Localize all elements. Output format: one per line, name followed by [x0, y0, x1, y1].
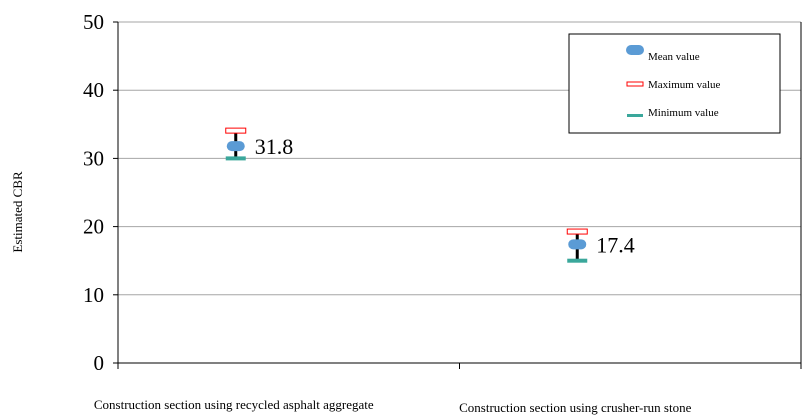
min-marker [567, 258, 588, 263]
y-tick-label: 10 [83, 283, 104, 307]
legend-label: Mean value [648, 51, 700, 63]
y-tick-label: 30 [83, 146, 104, 170]
y-tick-labels: 0 10 20 30 40 50 [83, 10, 104, 375]
y-axis-label: Estimated CBR [10, 171, 25, 253]
category-label: Construction section using recycled asph… [94, 397, 374, 412]
mean-marker [226, 141, 245, 152]
legend-max-marker [626, 81, 644, 87]
y-tick-label: 20 [83, 215, 104, 239]
legend-box [568, 33, 781, 134]
legend-label: Maximum value [648, 79, 721, 91]
mean-marker [568, 239, 587, 250]
max-marker [225, 127, 247, 134]
category-labels: Construction section using recycled asph… [94, 397, 692, 415]
min-marker [225, 156, 246, 161]
data-marks: 31.8 17.4 [225, 127, 635, 263]
legend-label: Minimum value [648, 107, 719, 119]
y-tick-label: 40 [83, 78, 104, 102]
max-marker [566, 228, 588, 235]
data-label: 17.4 [596, 232, 635, 257]
category-label: Construction section using crusher-run s… [459, 400, 691, 415]
legend-mean-marker [626, 45, 644, 55]
legend-min-marker [627, 114, 643, 117]
y-tick-label: 50 [83, 10, 104, 34]
data-label: 31.8 [255, 134, 294, 159]
y-tick-label: 0 [94, 351, 105, 375]
gridlines [113, 21, 801, 364]
x-ticks [117, 363, 802, 369]
